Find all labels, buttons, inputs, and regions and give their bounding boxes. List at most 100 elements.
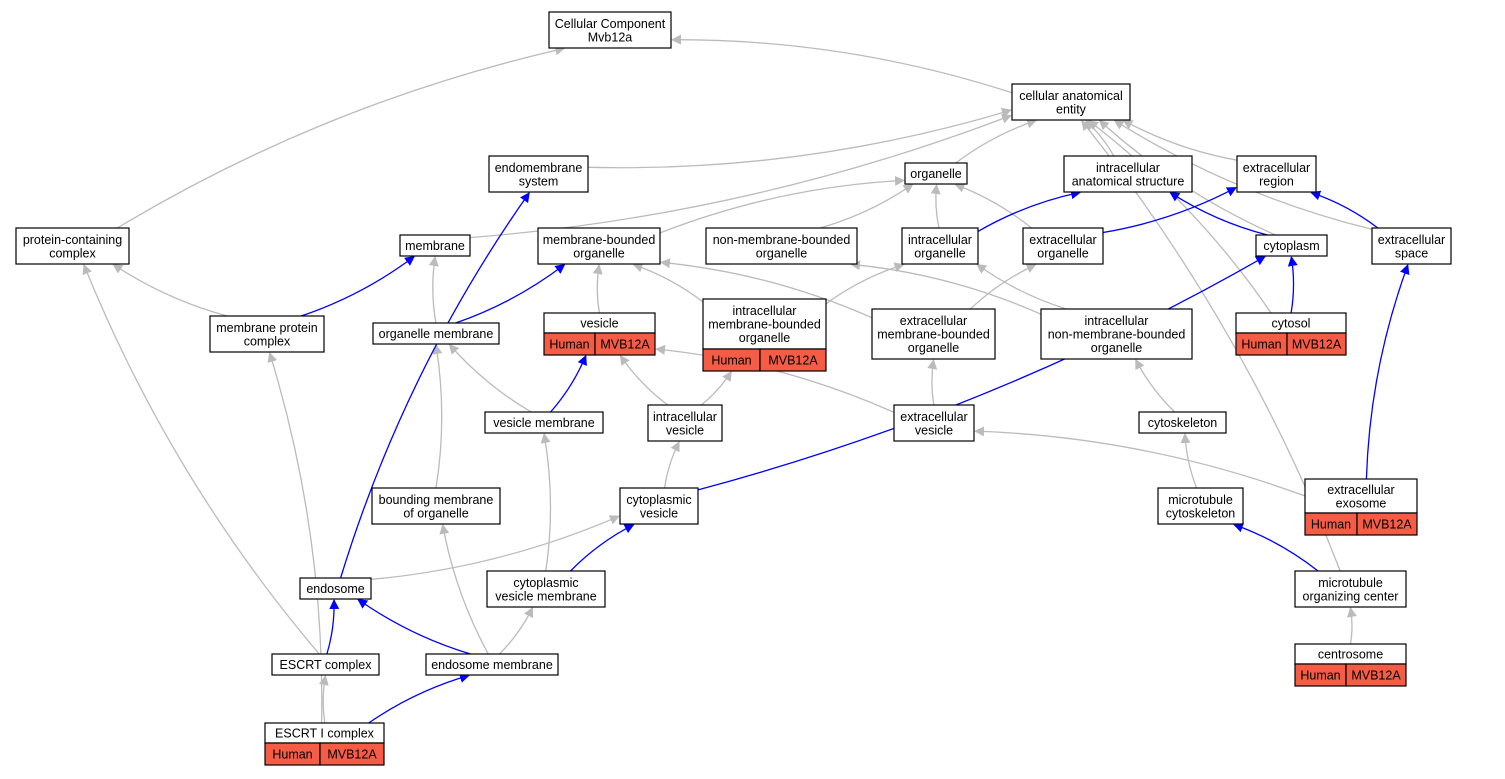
term-box (1304, 478, 1418, 514)
edge-is-a-ecregion-to-cae (1122, 119, 1238, 161)
annotation-gene-cell (1345, 663, 1407, 687)
edge-layer (82, 34, 1410, 724)
term-box (1063, 155, 1193, 193)
term-box (271, 653, 380, 676)
term-node-orgmem[interactable]: organelle membrane (372, 322, 500, 345)
term-label-line: organelle (573, 246, 624, 260)
term-node-cytoskeleton[interactable]: cytoskeleton (1138, 411, 1227, 434)
edge-part-of-mtoc-to-mtcyto (1232, 522, 1319, 572)
annotation-gene-label: MVB12A (600, 338, 650, 352)
term-label-line: extracellular (900, 314, 967, 328)
term-node-imbo[interactable]: intracellularmembrane-boundedorganelleHu… (702, 298, 827, 372)
term-box (904, 162, 968, 185)
term-label-line: organelle (914, 246, 965, 260)
edge-is-a-bmo-to-orgmem (432, 344, 443, 489)
edge-part-of-orgmem-to-mbo (455, 263, 566, 324)
term-label-line: complex (244, 334, 291, 348)
annotation-gene-label: MVB12A (327, 748, 377, 762)
term-label-line: space (1395, 246, 1428, 260)
term-box (484, 411, 604, 434)
edge-is-a-cytoskeleton-to-inmbo (1135, 358, 1176, 413)
edge-is-a-centrosome-to-mtoc (1347, 607, 1357, 645)
term-node-escrt[interactable]: ESCRT complex (271, 653, 380, 676)
term-node-endomem[interactable]: endosome membrane (425, 653, 559, 676)
term-label-line: intracellular (653, 410, 717, 424)
term-label-line: organelle (756, 246, 807, 260)
annotation-gene-cell (1356, 512, 1418, 536)
term-label-line: vesicle membrane (495, 589, 596, 603)
term-label-line: endosome (306, 582, 364, 596)
term-box (488, 155, 589, 193)
term-label-line: vesicle (915, 423, 953, 437)
edge-is-a-escrt-to-pcc (82, 263, 320, 655)
term-label-line: vesicle (580, 317, 618, 331)
term-box (1157, 487, 1244, 525)
edge-is-a-cpvesicle-to-icvesicle (663, 441, 680, 489)
edge-is-a-pcc-to-root (116, 45, 566, 229)
term-label-line: ESCRT I complex (275, 727, 375, 741)
term-node-cytoplasm[interactable]: cytoplasm (1255, 234, 1328, 257)
edge-is-a-ias-to-cae (1085, 120, 1115, 157)
term-node-organelle[interactable]: organelle (904, 162, 968, 185)
annotation-gene-cell (319, 742, 385, 766)
term-label-line: membrane-bounded (543, 233, 656, 247)
edge-is-a-mbo-to-organelle (659, 175, 905, 234)
term-label-line: cellular anatomical (1019, 89, 1123, 103)
term-label-line: cytoskeleton (1166, 506, 1236, 520)
term-label-line: cytosol (1272, 317, 1311, 331)
edge-part-of-cpvesicle-to-cytoplasm (697, 255, 1266, 491)
edge-is-a-escrt1-to-escrt (318, 675, 329, 724)
term-box (486, 570, 606, 608)
edge-part-of-cytosol-to-cytoplasm (1287, 256, 1298, 314)
term-node-inmbo[interactable]: intracellularnon-membrane-boundedorganel… (1040, 308, 1193, 360)
term-box (1040, 308, 1193, 360)
term-label-line: organelle (739, 331, 790, 345)
term-box (537, 227, 661, 265)
annotation-species-label: Human (711, 354, 751, 368)
term-node-endosome[interactable]: endosome (299, 577, 372, 600)
edge-is-a-eco-to-organelle (954, 182, 1032, 229)
term-label-line: extracellular (1327, 483, 1394, 497)
edge-part-of-endosome-to-endomembrane (339, 192, 530, 579)
edge-is-a-mtcyto-to-cytoskeleton (1180, 433, 1198, 489)
term-label-line: membrane-bounded (877, 328, 990, 342)
annotation-species-label: Human (1300, 669, 1340, 683)
term-label-line: organelle (910, 167, 961, 181)
edge-part-of-exosome-to-ecspace (1365, 264, 1410, 480)
annotation-gene-label: MVB12A (1292, 338, 1342, 352)
term-label-line: membrane protein (216, 321, 317, 335)
term-node-vesmem[interactable]: vesicle membrane (484, 411, 604, 434)
term-box (871, 308, 996, 360)
term-node-membrane[interactable]: membrane (399, 234, 471, 257)
term-label-line: non-membrane-bounded (713, 233, 851, 247)
term-label-line: extracellular (1243, 161, 1310, 175)
term-label-line: exosome (1336, 496, 1387, 510)
term-label-line: cytoplasmic (513, 576, 578, 590)
